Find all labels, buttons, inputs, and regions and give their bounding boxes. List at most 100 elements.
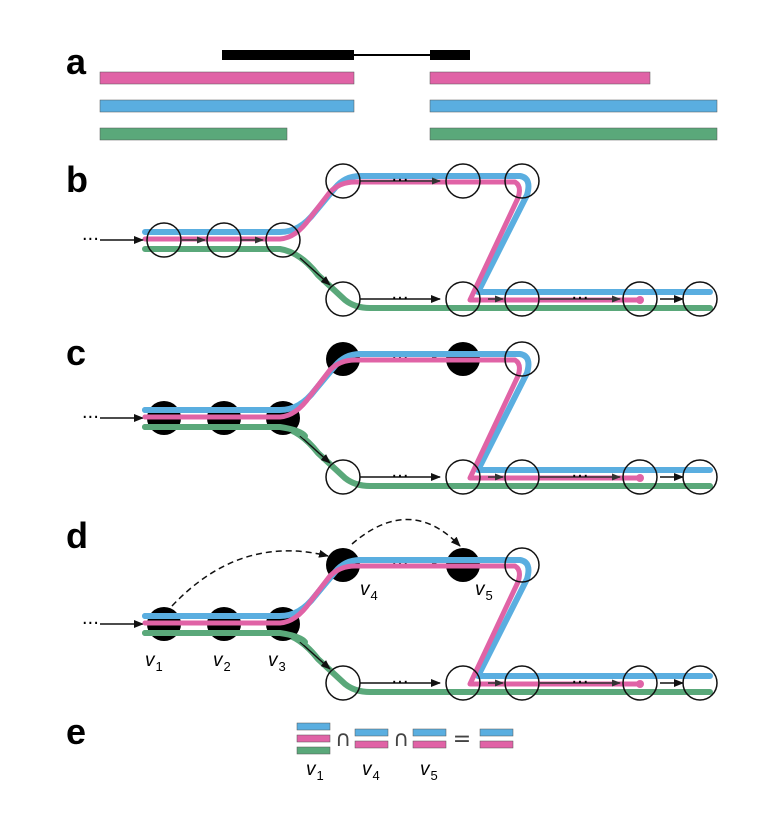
green-path-overlay xyxy=(142,424,308,439)
node-3 xyxy=(265,222,301,258)
reference-exon-1 xyxy=(222,50,354,60)
green-read-left xyxy=(99,127,288,141)
intersect-symbol-2: ∩ xyxy=(393,727,409,752)
ellipsis-right: ··· xyxy=(571,466,588,487)
node-7 xyxy=(325,665,361,701)
eq-label-v4-main: v xyxy=(362,759,373,780)
node-11 xyxy=(682,281,718,317)
label-v3-main: v xyxy=(268,650,279,671)
panel-label-b: b xyxy=(66,159,88,200)
node-9 xyxy=(504,459,540,495)
label-v1-main: v xyxy=(145,650,156,671)
set-v1-green xyxy=(296,746,331,755)
set-v1-pink xyxy=(296,734,331,743)
graph-d: ··· ··· ··· ··· xyxy=(82,518,718,701)
dashed-jump-v1-v4 xyxy=(171,549,329,607)
eq-label-v5-sub: 5 xyxy=(431,768,438,783)
ellipsis-right: ··· xyxy=(571,672,588,693)
eq-label-v4-sub: 4 xyxy=(373,768,380,783)
node-9 xyxy=(504,281,540,317)
label-v2-sub: 2 xyxy=(224,659,231,674)
equals-symbol: = xyxy=(453,727,471,752)
label-v4-sub: 4 xyxy=(371,588,378,603)
node-4 xyxy=(325,163,361,199)
label-v2-main: v xyxy=(213,650,224,671)
label-v2: v2 xyxy=(213,650,231,674)
set-v4-pink xyxy=(354,740,389,749)
node-11 xyxy=(682,459,718,495)
graph-c: ··· ··· ··· ··· xyxy=(82,341,718,495)
set-v5-blue xyxy=(412,728,447,737)
graph-b: ··· ··· ··· ··· xyxy=(82,163,718,317)
ellipsis-lower: ··· xyxy=(391,672,408,693)
pink-path-overlay xyxy=(142,357,503,420)
node-7 xyxy=(325,459,361,495)
node-9 xyxy=(504,665,540,701)
node-7 xyxy=(325,281,361,317)
node-10 xyxy=(622,459,658,495)
ellipsis-in: ··· xyxy=(82,229,99,250)
node-2 xyxy=(206,222,242,258)
edge-3-lower xyxy=(299,257,331,286)
result-pink xyxy=(479,740,514,749)
panel-label-e: e xyxy=(66,711,86,752)
node-10 xyxy=(622,281,658,317)
panel-e: e ∩ ∩ = v1 v4 v5 xyxy=(66,711,514,783)
label-v3: v3 xyxy=(268,650,286,674)
pink-path-overlay xyxy=(142,563,503,626)
eq-label-v1-sub: 1 xyxy=(317,768,324,783)
node-8 xyxy=(445,281,481,317)
ellipsis-upper: ··· xyxy=(391,170,408,191)
result-blue xyxy=(479,728,514,737)
node-10 xyxy=(622,665,658,701)
ellipsis-in: ··· xyxy=(82,407,99,428)
eq-label-v4: v4 xyxy=(362,759,380,783)
node-6 xyxy=(504,547,540,583)
blue-read-left xyxy=(99,99,355,113)
blue-read-right xyxy=(429,99,718,113)
eq-label-v1-main: v xyxy=(306,759,317,780)
pink-read-right xyxy=(429,71,651,85)
label-v5-sub: 5 xyxy=(486,588,493,603)
node-11 xyxy=(682,665,718,701)
panel-b: b ··· ··· ··· ··· xyxy=(66,159,718,317)
node-8 xyxy=(445,665,481,701)
panel-label-a: a xyxy=(66,41,87,82)
panel-a: a xyxy=(66,41,718,141)
reference-exon-2 xyxy=(430,50,470,60)
green-read-right xyxy=(429,127,718,141)
node-8 xyxy=(445,459,481,495)
label-v5: v5 xyxy=(475,579,493,603)
panel-label-c: c xyxy=(66,332,86,373)
set-v4-blue xyxy=(354,728,389,737)
ellipsis-lower: ··· xyxy=(391,466,408,487)
edge-3-lower xyxy=(299,641,331,670)
blue-path xyxy=(142,173,713,295)
node-5 xyxy=(445,163,481,199)
panel-d: d ··· ··· ··· ··· xyxy=(66,515,718,701)
panel-label-d: d xyxy=(66,515,88,556)
pink-path-end xyxy=(636,296,644,304)
node-1 xyxy=(146,222,182,258)
node-6 xyxy=(504,341,540,377)
label-v3-sub: 3 xyxy=(279,659,286,674)
green-path-overlay xyxy=(142,630,308,645)
dashed-jump-v4-v5 xyxy=(351,518,461,547)
edge-3-lower xyxy=(299,435,331,464)
pink-path xyxy=(142,179,643,303)
panel-c: c ··· ··· ··· ··· xyxy=(66,332,718,495)
eq-label-v1: v1 xyxy=(306,759,324,783)
set-v5-pink xyxy=(412,740,447,749)
label-v4-main: v xyxy=(360,579,371,600)
ellipsis-right: ··· xyxy=(571,288,588,309)
eq-label-v5-main: v xyxy=(420,759,431,780)
pink-path-end xyxy=(636,474,644,482)
label-v1-sub: 1 xyxy=(156,659,163,674)
intersect-symbol-1: ∩ xyxy=(335,727,351,752)
label-v5-main: v xyxy=(475,579,486,600)
label-v1: v1 xyxy=(145,650,163,674)
label-v4: v4 xyxy=(360,579,378,603)
eq-label-v5: v5 xyxy=(420,759,438,783)
node-6 xyxy=(504,163,540,199)
